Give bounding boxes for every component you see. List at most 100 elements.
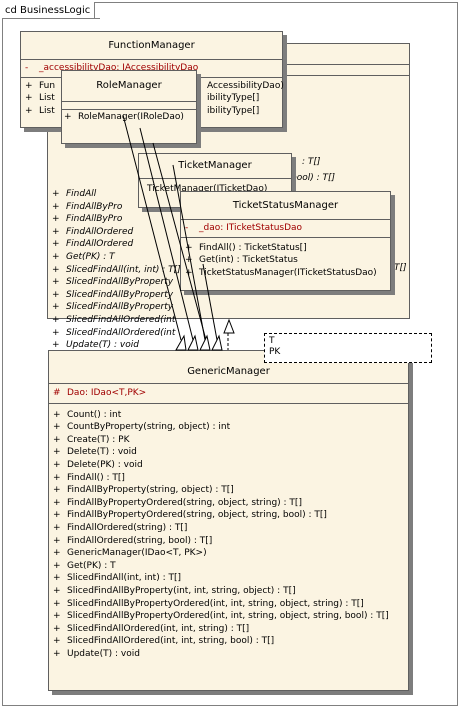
operation-row: +FindAllOrdered bbox=[52, 226, 134, 237]
operation-text: SlicedFindAllOrdered(int, int, string, b… bbox=[67, 636, 275, 647]
function-manager-op: List bbox=[39, 105, 55, 116]
function-manager-op: Fun bbox=[39, 80, 56, 91]
generic-manager-class[interactable]: GenericManager #Dao: IDao<T,PK> +Count()… bbox=[48, 350, 409, 691]
operation-text: SlicedFindAllByProperty(int, int, string… bbox=[67, 585, 296, 596]
function-manager-generalization-line bbox=[139, 127, 194, 341]
operation-row: +Delete(T) : void bbox=[53, 447, 137, 458]
role-manager-title: RoleManager bbox=[62, 71, 196, 102]
operation-row: +SlicedFindAllByProperty bbox=[52, 289, 174, 300]
operation-text: Create(T) : PK bbox=[67, 434, 130, 445]
operation-row: +SlicedFindAll(int, int) : T[] bbox=[53, 573, 181, 584]
function-manager-op-tail: ibilityType[] bbox=[207, 93, 260, 104]
operation-text: FindAllOrdered(string) : T[] bbox=[67, 522, 188, 533]
operation-text: FindAllOrdered(string, bool) : T[] bbox=[67, 535, 213, 546]
operation-row: +FindAllByPro bbox=[52, 214, 123, 225]
operation-row: +Count() : int bbox=[53, 409, 122, 420]
ticket-manager-generalization-line bbox=[172, 164, 206, 341]
ticket-manager-title: TicketManager bbox=[139, 154, 291, 179]
operation-row: +CountByProperty(string, object) : int bbox=[53, 422, 231, 433]
operation-row: +SlicedFindAllOrdered(int bbox=[52, 314, 176, 325]
ticket-status-manager-op: Get(int) : TicketStatus bbox=[199, 255, 298, 266]
operation-row: +Delete(PK) : void bbox=[53, 459, 143, 470]
ticket-status-manager-op: FindAll() : TicketStatus[] bbox=[199, 242, 307, 253]
operation-text: SlicedFindAll(int, int) : T[] bbox=[66, 264, 181, 275]
operation-text: Count() : int bbox=[67, 409, 122, 420]
operation-text: SlicedFindAllByPropertyOrdered(int, int,… bbox=[67, 598, 364, 609]
operation-row: +SlicedFindAll(int, int) : T[] bbox=[52, 264, 181, 275]
operation-row: +FindAll() : T[] bbox=[53, 472, 125, 483]
hidden-fragment-1: : T[] bbox=[302, 157, 321, 167]
ticket-status-manager-generalization-line bbox=[202, 263, 218, 341]
operation-text: FindAll bbox=[66, 189, 97, 199]
generalization-arrowhead bbox=[211, 334, 223, 351]
operation-text: SlicedFindAll(int, int) : T[] bbox=[67, 573, 181, 584]
operation-text: Delete(PK) : void bbox=[67, 459, 143, 470]
role-manager-attributes bbox=[62, 102, 196, 110]
function-manager-op-tail: AccessibilityDao) bbox=[207, 80, 284, 91]
operation-row: +FindAllOrdered(string) : T[] bbox=[53, 522, 188, 533]
operation-row: +SlicedFindAllOrdered(int bbox=[52, 327, 176, 338]
operation-text: SlicedFindAllByProperty bbox=[66, 277, 174, 288]
ticket-status-manager-operations: +FindAll() : TicketStatus[] +Get(int) : … bbox=[185, 242, 377, 278]
role-manager-class[interactable]: RoleManager +RoleManager(IRoleDao) bbox=[61, 70, 197, 144]
ticket-status-manager-op: TicketStatusManager(ITicketStatusDao) bbox=[199, 267, 377, 278]
operation-row: +Get(PK) : T bbox=[53, 560, 116, 571]
generic-manager-title: GenericManager bbox=[49, 351, 408, 384]
operation-text: FindAllOrdered bbox=[66, 226, 134, 237]
operation-row: +SlicedFindAllByPropertyOrdered(int, int… bbox=[53, 611, 389, 622]
role-manager-operations: +RoleManager(IRoleDao) bbox=[64, 112, 184, 122]
role-manager-generalization-line bbox=[122, 114, 182, 341]
operation-text: FindAll() : T[] bbox=[67, 472, 125, 483]
operation-text: Update(T) : void bbox=[67, 648, 140, 659]
hidden-fragment-3: T[] bbox=[394, 263, 407, 273]
ticket-status-manager-attributes: -_dao: ITicketStatusDao bbox=[181, 220, 390, 238]
template-param: T bbox=[269, 336, 275, 346]
operation-row: +FindAllOrdered(string, bool) : T[] bbox=[53, 535, 213, 546]
operation-text: FindAllByProperty(string, object) : T[] bbox=[67, 485, 234, 496]
operation-row: +FindAllByProperty(string, object) : T[] bbox=[53, 485, 234, 496]
generalization-arrowhead bbox=[175, 334, 187, 351]
generic-manager-attributes: #Dao: IDao<T,PK> bbox=[49, 384, 408, 404]
operation-text: FindAllByPropertyOrdered(string, object,… bbox=[67, 497, 302, 508]
generic-manager-operations: +Count() : int +CountByProperty(string, o… bbox=[49, 404, 408, 666]
function-manager-op-tail: ibilityType[] bbox=[207, 105, 260, 116]
ticket-status-manager-attr: _dao: ITicketStatusDao bbox=[199, 223, 303, 233]
operation-row: +GenericManager(IDao<T, PK>) bbox=[53, 548, 207, 559]
operation-text: SlicedFindAllByProperty bbox=[66, 289, 174, 300]
operation-row: +FindAll bbox=[52, 189, 97, 199]
operation-row: +FindAllByPro bbox=[52, 201, 123, 212]
operation-row: +FindAllOrdered bbox=[52, 239, 134, 250]
operation-text: GenericManager(IDao<T, PK>) bbox=[67, 548, 207, 559]
ticket-manager-op: TicketManager(ITicketDao) bbox=[147, 184, 268, 194]
operation-row: +Get(PK) : T bbox=[52, 251, 115, 262]
template-parameters-box: T PK bbox=[264, 333, 432, 363]
operation-text: Get(PK) : T bbox=[66, 251, 115, 262]
operation-text: SlicedFindAllOrdered(int bbox=[66, 327, 176, 338]
operation-row: +SlicedFindAllByProperty(int, int, strin… bbox=[53, 585, 296, 596]
operation-row: +FindAllByPropertyOrdered(string, object… bbox=[53, 510, 327, 521]
operation-text: Update(T) : void bbox=[66, 340, 139, 351]
function-manager-generalization-line-2 bbox=[152, 142, 207, 341]
operation-text: SlicedFindAllByProperty bbox=[66, 302, 174, 313]
operation-text: CountByProperty(string, object) : int bbox=[67, 422, 231, 433]
ticket-status-manager-class[interactable]: TicketStatusManager -_dao: ITicketStatus… bbox=[180, 191, 391, 291]
operation-row: +Create(T) : PK bbox=[53, 434, 130, 445]
template-param: PK bbox=[269, 347, 281, 357]
operation-text: SlicedFindAllOrdered(int bbox=[66, 314, 176, 325]
hidden-class-operations: +FindAll+FindAllByPro+FindAllByPro+FindA… bbox=[48, 185, 256, 355]
function-manager-title: FunctionManager bbox=[21, 32, 282, 60]
operation-text: FindAllOrdered bbox=[66, 239, 134, 250]
operation-row: +SlicedFindAllByProperty bbox=[52, 277, 174, 288]
function-manager-op: List bbox=[39, 93, 55, 104]
ticket-status-manager-title: TicketStatusManager bbox=[181, 192, 390, 220]
generalization-arrowhead bbox=[199, 334, 211, 351]
generalization-arrowhead bbox=[223, 318, 235, 334]
role-manager-op: RoleManager(IRoleDao) bbox=[78, 112, 184, 122]
operation-row: +SlicedFindAllOrdered(int, int, string, … bbox=[53, 636, 275, 647]
operation-text: SlicedFindAllOrdered(int, int, string) :… bbox=[67, 623, 250, 634]
function-manager-attr: _accessibilityDao: IAccessibilityDao bbox=[39, 63, 199, 73]
operation-row: +SlicedFindAllByProperty bbox=[52, 302, 174, 313]
operation-text: Get(PK) : T bbox=[67, 560, 116, 571]
